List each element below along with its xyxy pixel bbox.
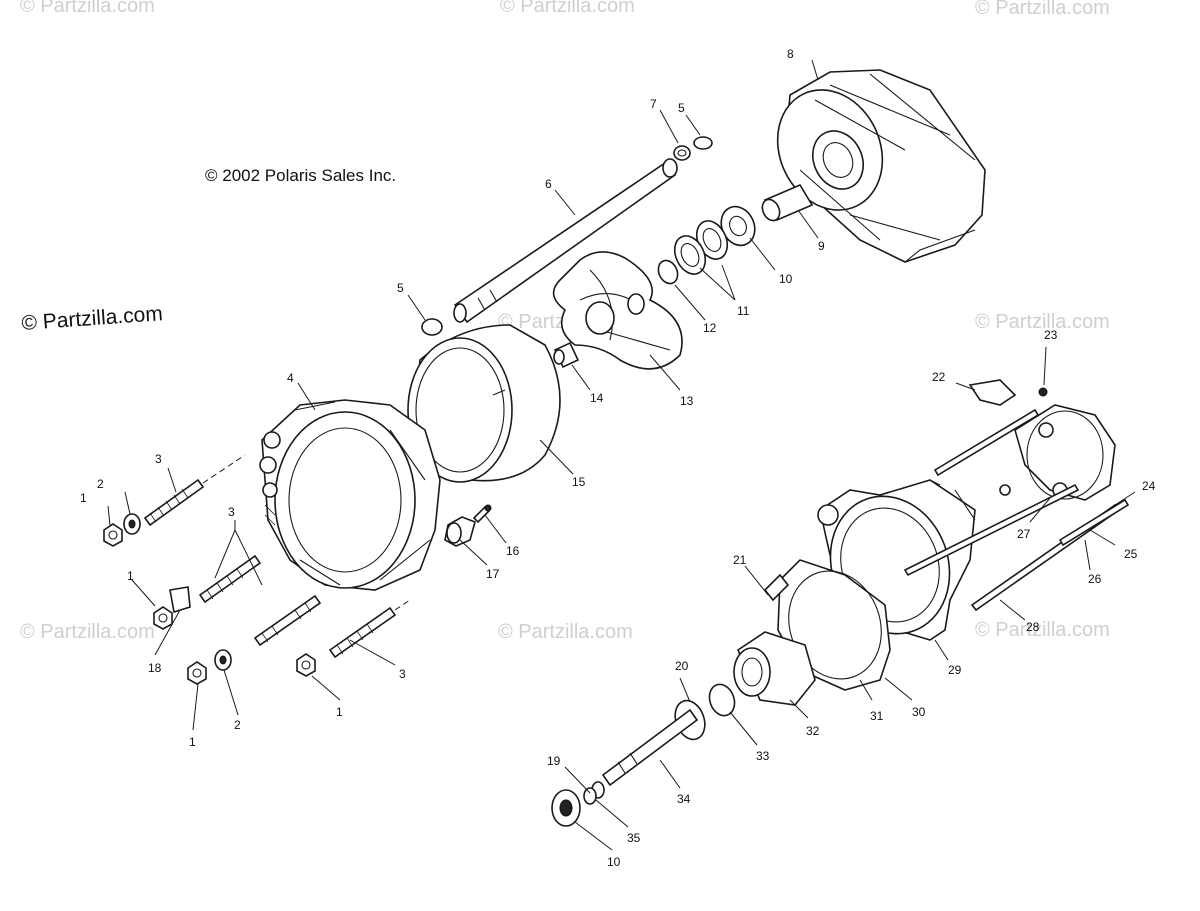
callout-15: 15 [572,475,586,489]
watermark: © Partzilla.com [20,0,155,17]
callout-35: 35 [627,831,641,845]
callout-3: 3 [399,667,406,681]
callout-1: 1 [80,491,87,505]
callout-31: 31 [870,709,884,723]
o-ring-part-5-lower [421,318,443,336]
copyright-text: © 2002 Polaris Sales Inc. [205,166,396,185]
callout-24: 24 [1142,479,1156,493]
nut-part-7 [673,145,691,161]
watermark: © Partzilla.com [498,621,633,643]
callout-14: 14 [590,391,604,405]
callout-7: 7 [650,97,657,111]
stud-part-3-d [328,599,411,659]
ring-part-35 [583,787,597,805]
callout-28: 28 [1026,620,1040,634]
callout-5: 5 [678,101,685,115]
callout-9: 9 [818,239,825,253]
callout-17: 17 [486,567,500,581]
callout-21: 21 [733,553,747,567]
cone-part-32 [733,631,816,706]
stator-housing-part-8 [776,69,986,263]
washer-part-2-b [214,649,232,671]
ring-part-12 [657,259,679,285]
callout-10: 10 [607,855,621,869]
callout-33: 33 [756,749,770,763]
rod-long-a [903,483,1080,577]
tab-part-21 [763,573,790,602]
bolt-part-25 [1058,498,1130,547]
nut-part-1-a [103,523,123,547]
callout-11: 11 [737,304,750,318]
stud-part-3-a [143,454,246,527]
rod-long-b [933,408,1040,477]
nut-part-1-b [153,606,173,630]
watermark: © Partzilla.com [975,311,1110,333]
bearing-part-10-lower [551,789,581,827]
callout-3: 3 [155,452,162,466]
stud-part-3-c [253,594,322,647]
impeller-part-13 [552,251,683,370]
sleeve-part-9 [761,183,814,222]
callout-32: 32 [806,724,820,738]
callout-3: 3 [228,505,235,519]
watermark: © Partzilla.com [975,0,1110,19]
callout-1: 1 [127,569,134,583]
nut-part-1-c [187,661,207,685]
callout-10: 10 [779,272,793,286]
leader-lines [107,59,1136,851]
callout-23: 23 [1044,328,1058,342]
watermark: © Partzilla.com [975,619,1110,641]
callout-labels: 1 2 3 3 1 18 1 2 1 3 4 15 16 17 5 6 7 5 … [80,47,1156,869]
o-ring-part-33 [708,683,736,717]
callout-16: 16 [506,544,520,558]
spacer-part-14 [553,341,580,369]
site-mark: © Partzilla.com [21,302,164,335]
callout-8: 8 [787,47,794,61]
callout-4: 4 [287,371,294,385]
callout-2: 2 [234,718,241,732]
screw-part-16 [472,504,492,524]
watermark: © Partzilla.com [500,0,635,17]
callout-12: 12 [703,321,717,335]
pump-housing-part-4 [259,399,441,591]
bolt-part-23 [1038,387,1048,397]
watermark: © Partzilla.com [20,621,155,643]
callout-2: 2 [97,477,104,491]
wear-ring-part-15 [407,324,561,483]
nut-part-1-d [296,653,316,677]
callout-6: 6 [545,177,552,191]
stud-part-3-b [198,554,262,604]
callout-34: 34 [677,792,691,806]
drive-shaft-part-6 [453,158,678,324]
tab-washer-part-18 [169,586,191,614]
callout-29: 29 [948,663,962,677]
callout-1: 1 [189,735,196,749]
callout-22: 22 [932,370,946,384]
ring-part-26 [999,484,1011,496]
washer-part-2-a [123,513,141,535]
o-ring-part-5-upper [693,136,713,150]
block-part-17 [444,516,476,547]
callout-25: 25 [1124,547,1138,561]
callout-26: 26 [1088,572,1102,586]
callout-1: 1 [336,705,343,719]
callout-19: 19 [547,754,561,768]
callout-5: 5 [397,281,404,295]
seals-part-11 [673,220,729,275]
callout-27: 27 [1017,527,1031,541]
callout-13: 13 [680,394,694,408]
shaft-part-34 [601,708,699,787]
callout-20: 20 [675,659,689,673]
callout-18: 18 [148,661,162,675]
callout-30: 30 [912,705,926,719]
